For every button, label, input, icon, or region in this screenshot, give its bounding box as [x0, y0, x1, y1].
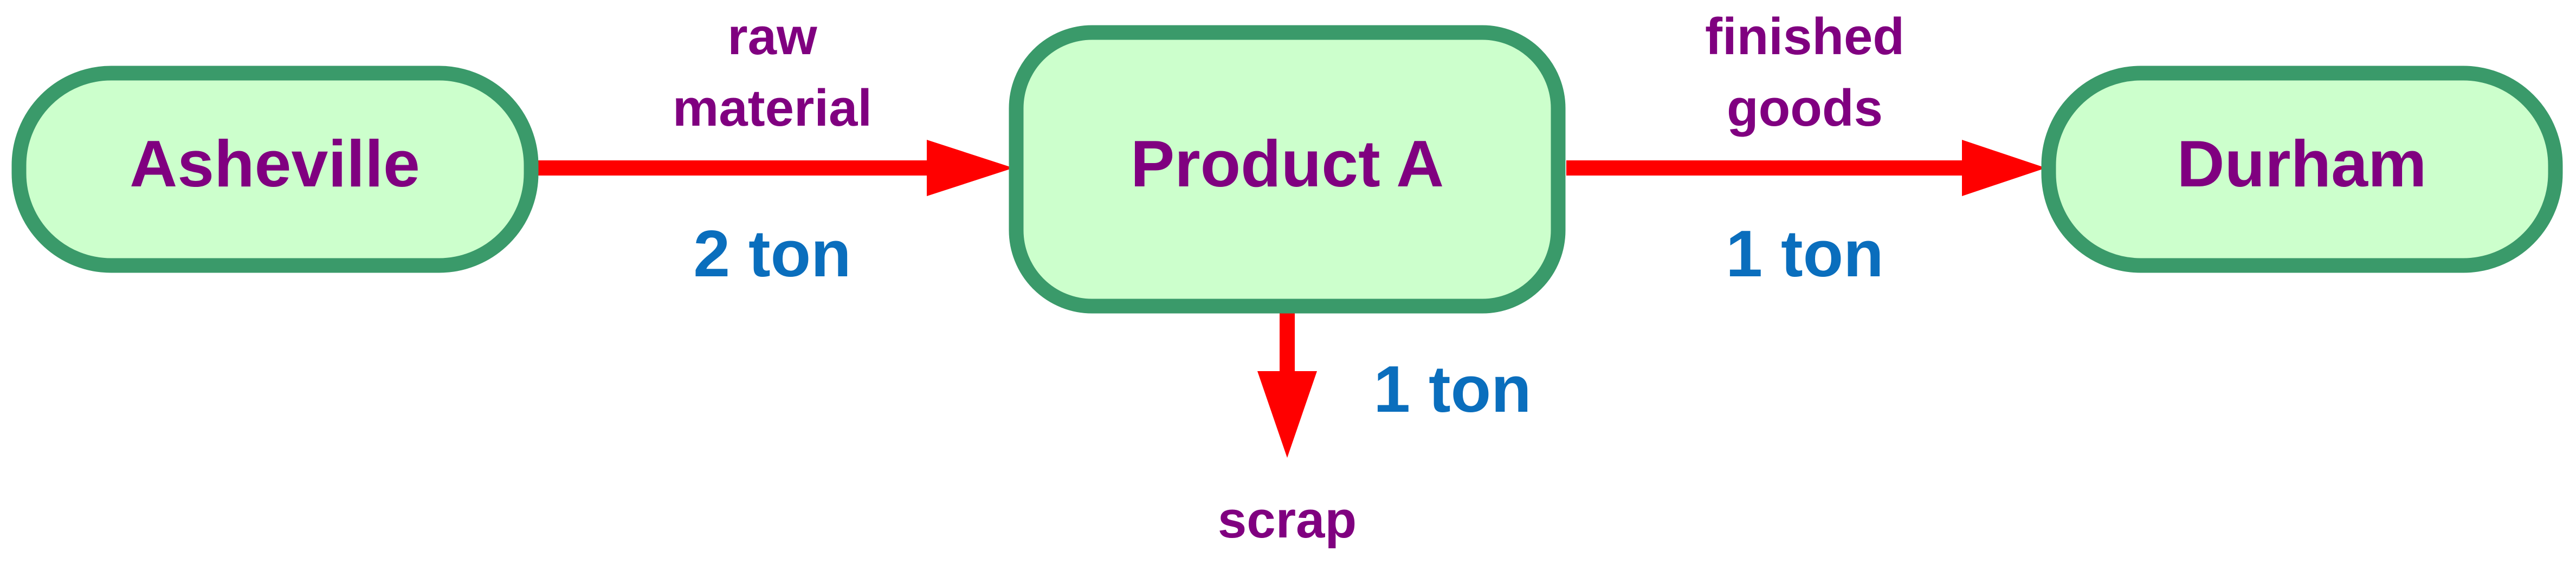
node-product-a-box[interactable]	[1009, 25, 1566, 314]
input-flow-label-line2: material	[673, 79, 872, 137]
node-durham[interactable]: Durham	[2041, 66, 2563, 273]
output-flow-quantity: 1 ton	[1726, 217, 1883, 290]
node-product-a-label: Product A	[1131, 127, 1444, 200]
node-durham-box[interactable]	[2041, 66, 2563, 273]
node-asheville[interactable]: Asheville	[11, 66, 539, 273]
waste-flow-quantity: 1 ton	[1373, 352, 1531, 426]
waste-flow-label: scrap	[1218, 491, 1357, 549]
arrow-output-head	[1962, 140, 2046, 196]
arrow-waste	[1257, 309, 1317, 458]
arrow-input	[534, 140, 1013, 196]
arrow-output	[1566, 140, 2046, 196]
node-product-a[interactable]: Product A	[1009, 25, 1566, 314]
arrow-input-head	[927, 140, 1013, 196]
input-flow-quantity: 2 ton	[693, 217, 851, 290]
input-flow-label-line1: raw	[727, 8, 817, 66]
node-durham-label: Durham	[2177, 127, 2427, 200]
output-flow-label-line2: goods	[1727, 79, 1883, 137]
node-asheville-label: Asheville	[130, 127, 420, 200]
output-flow-label-line1: finished	[1705, 8, 1904, 66]
arrow-waste-head	[1257, 371, 1317, 458]
node-asheville-box[interactable]	[11, 66, 539, 273]
